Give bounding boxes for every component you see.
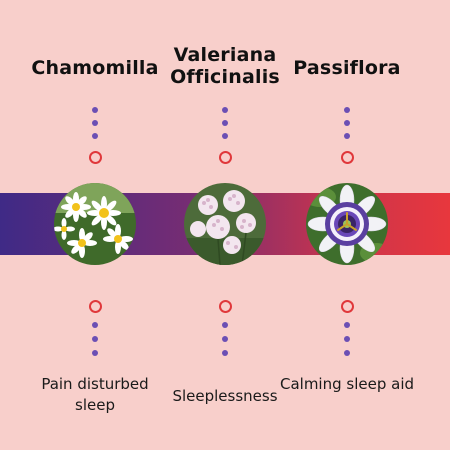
connector-dot (222, 120, 228, 126)
remedy-caption: Sleeplessness (172, 387, 278, 405)
connector-dot (92, 133, 98, 139)
passion-flower-image-icon (306, 183, 388, 265)
remedy-caption: Pain disturbed sleep (41, 375, 149, 414)
remedy-column-passiflora: Passiflora (272, 0, 422, 450)
connector-dot (344, 322, 350, 328)
connector-dot (344, 336, 350, 342)
valerian-image-icon (184, 183, 266, 265)
connector-dot (92, 322, 98, 328)
connector-ring (219, 151, 232, 164)
connector-dot (222, 133, 228, 139)
connector-ring (219, 300, 232, 313)
remedy-column-chamomilla: Chamomilla (20, 0, 170, 450)
remedy-title: Valeriana Officinalis (170, 44, 280, 88)
connector-dot (222, 322, 228, 328)
remedy-column-valeriana: Valeriana Officinalis (150, 0, 300, 450)
connector-dot (222, 350, 228, 356)
remedy-caption: Calming sleep aid (279, 375, 415, 393)
connector-dot (344, 350, 350, 356)
connector-ring (341, 300, 354, 313)
connector-ring (89, 151, 102, 164)
connector-dot (344, 120, 350, 126)
chamomile-image-icon (54, 183, 136, 265)
connector-dot (344, 107, 350, 113)
connector-dot (92, 120, 98, 126)
connector-dot (92, 350, 98, 356)
connector-ring (341, 151, 354, 164)
connector-ring (89, 300, 102, 313)
remedy-title: Chamomilla (31, 57, 159, 79)
connector-dot (222, 336, 228, 342)
connector-dot (92, 336, 98, 342)
remedy-title: Passiflora (293, 57, 401, 79)
connector-dot (344, 133, 350, 139)
connector-dot (92, 107, 98, 113)
connector-dot (222, 107, 228, 113)
